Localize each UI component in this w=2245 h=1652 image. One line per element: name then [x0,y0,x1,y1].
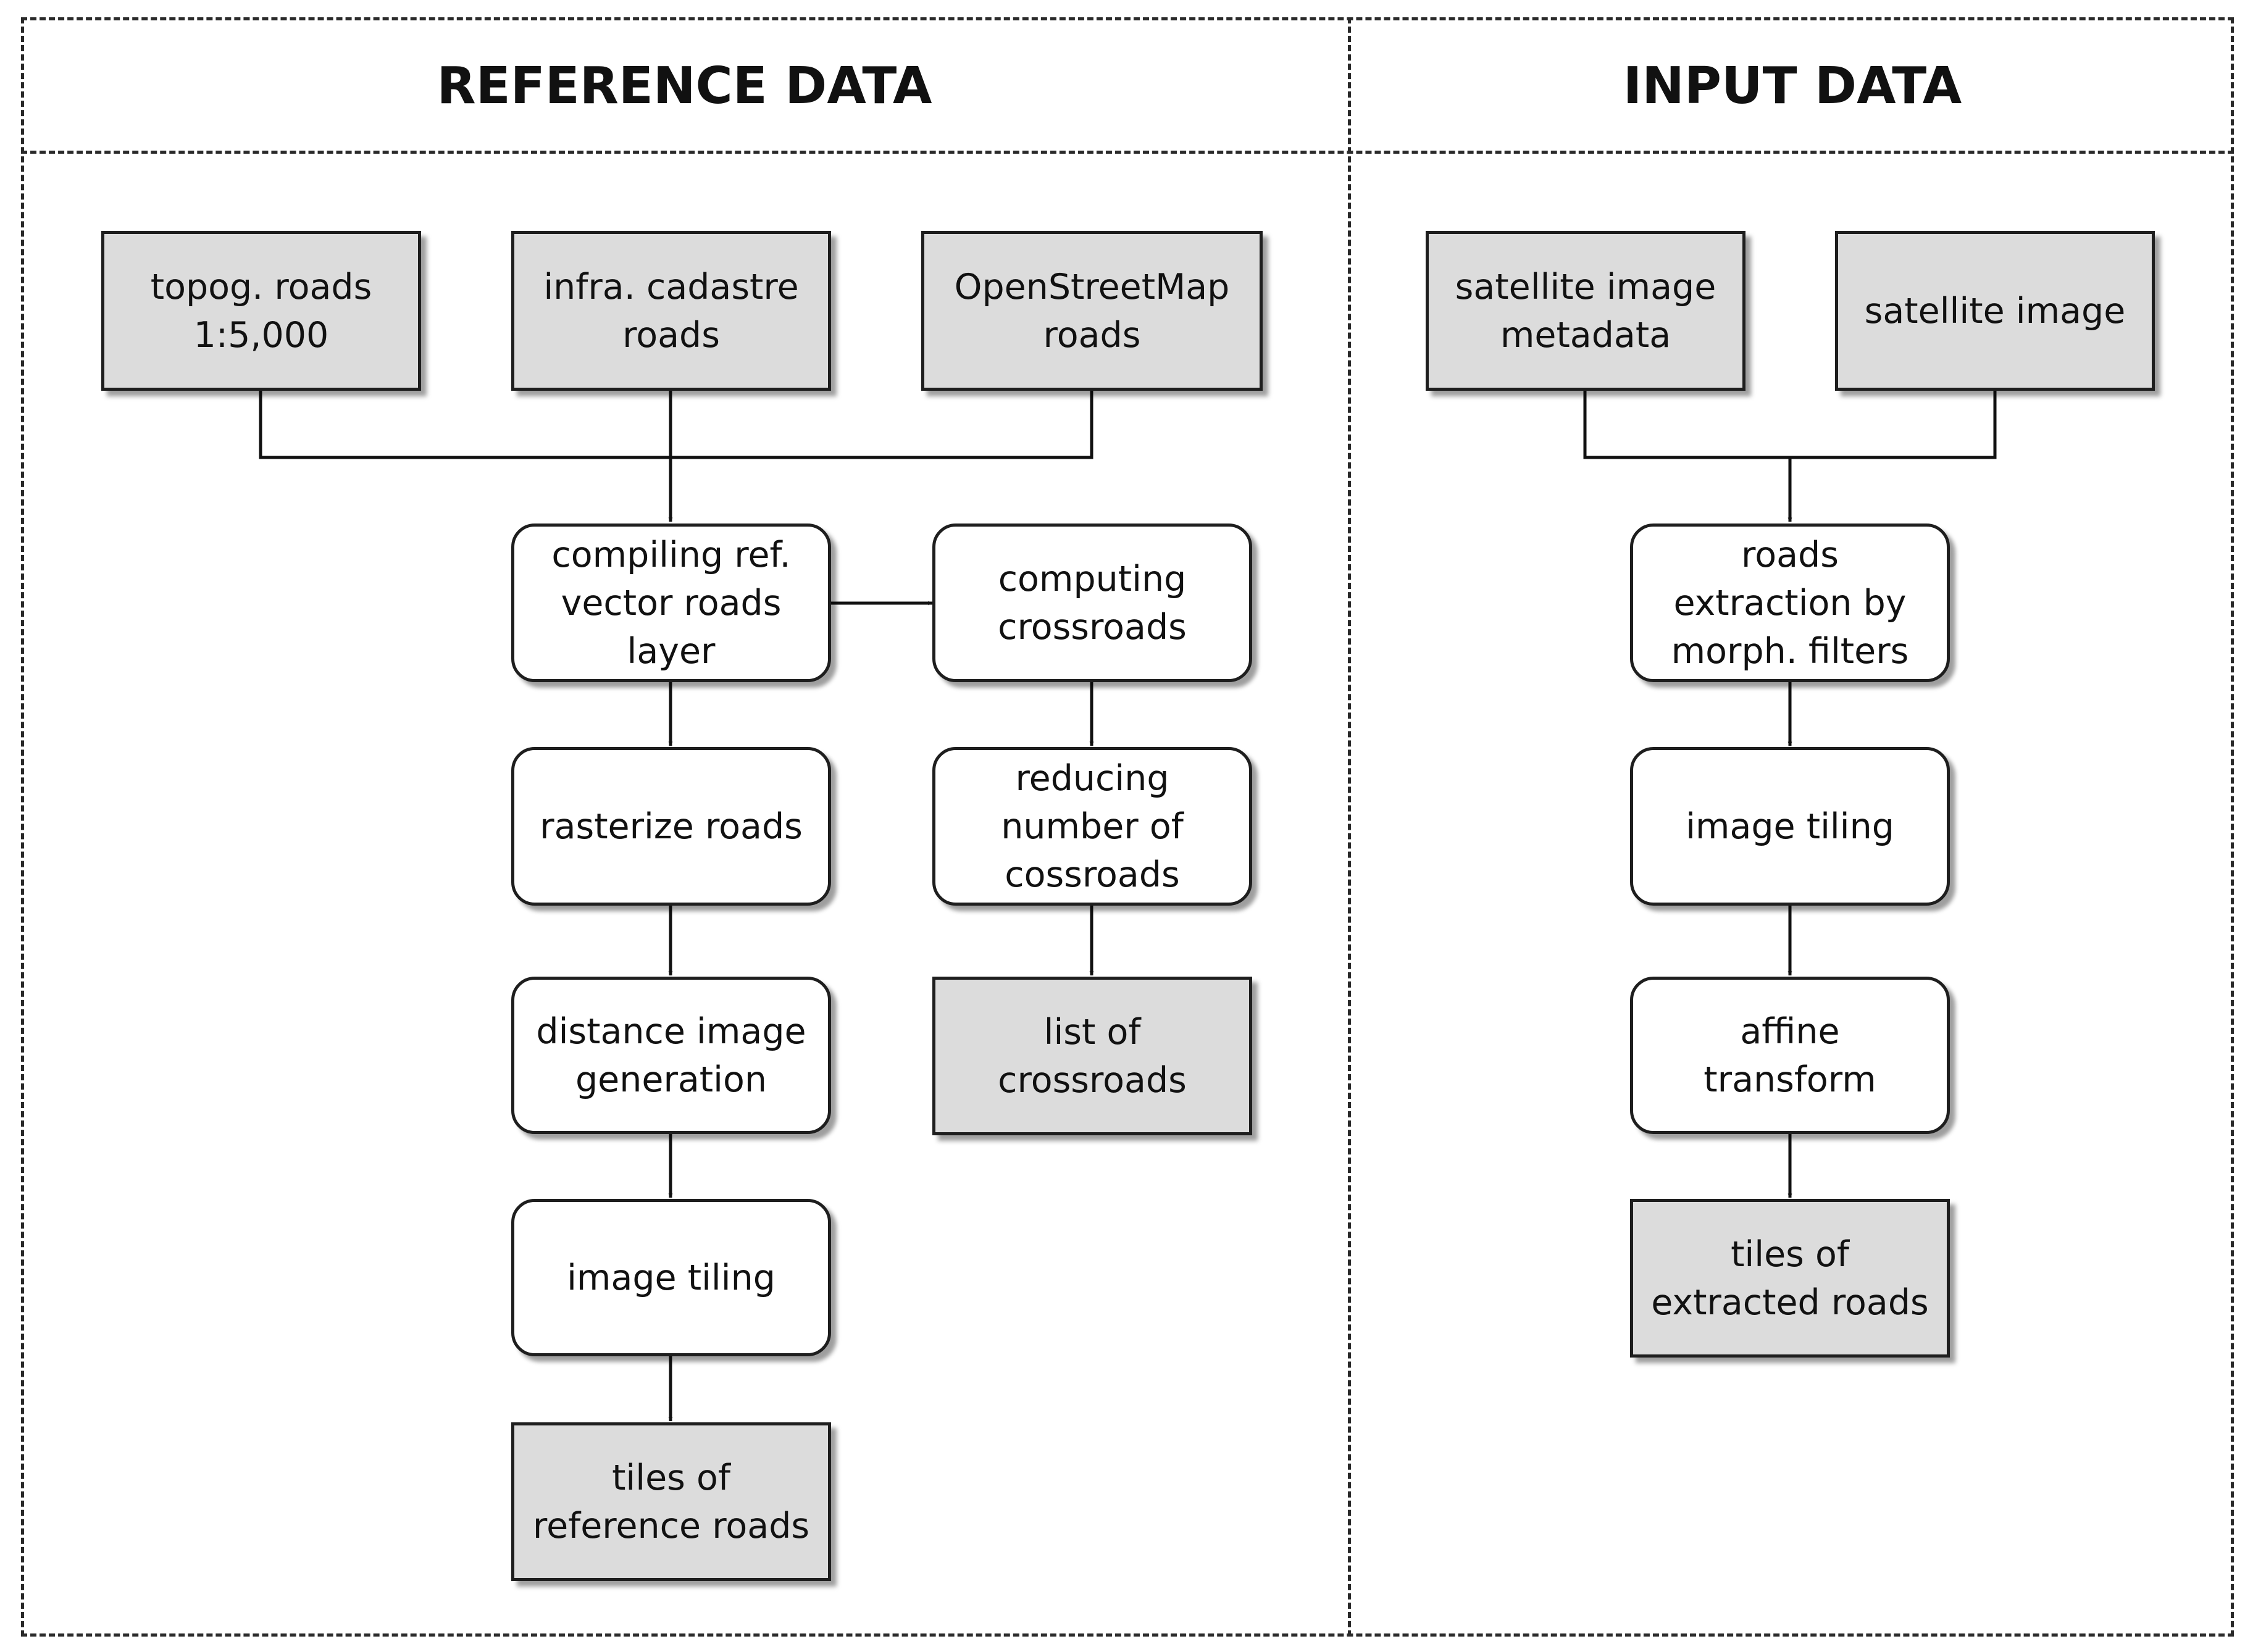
affine-transform-label: affine transform [1704,1011,1876,1100]
roads-extraction-node: roads extraction by morph. filters [1630,524,1950,682]
satellite-image-node: satellite image [1835,231,2155,391]
rasterize-roads-node: rasterize roads [511,747,831,906]
input-data-title: INPUT DATA [1623,57,1962,115]
compiling-ref-layer-label: compiling ref. vector roads layer [551,534,791,672]
tiles-extracted-roads-label: tiles of extracted roads [1651,1233,1929,1323]
tiles-reference-roads-node: tiles of reference roads [511,1422,831,1581]
infra-cadastre-roads-node: infra. cadastre roads [511,231,831,391]
affine-transform-node: affine transform [1630,977,1950,1134]
roads-extraction-label: roads extraction by morph. filters [1671,534,1909,672]
satellite-metadata-label: satellite image metadata [1455,266,1716,356]
image-tiling-input-label: image tiling [1686,806,1894,847]
satellite-metadata-node: satellite image metadata [1426,231,1745,391]
distance-image-node: distance image generation [511,977,831,1134]
tiles-reference-roads-label: tiles of reference roads [532,1457,810,1546]
list-of-crossroads-label: list of crossroads [998,1011,1187,1101]
image-tiling-input-node: image tiling [1630,747,1950,906]
openstreetmap-roads-node: OpenStreetMap roads [921,231,1263,391]
openstreetmap-roads-label: OpenStreetMap roads [954,266,1230,356]
reducing-crossroads-label: reducing number of cossroads [1001,757,1184,895]
list-of-crossroads-node: list of crossroads [932,977,1252,1135]
reference-data-title: REFERENCE DATA [437,57,932,115]
compiling-ref-layer-node: compiling ref. vector roads layer [511,524,831,682]
outer-frame [21,17,2234,1637]
computing-crossroads-node: computing crossroads [932,524,1252,682]
connector-topog-merge [259,391,1093,459]
image-tiling-ref-label: image tiling [567,1257,776,1298]
reducing-crossroads-node: reducing number of cossroads [932,747,1252,906]
header-divider [21,151,2234,154]
satellite-image-label: satellite image [1864,290,2126,332]
topog-roads-node: topog. roads 1:5,000 [101,231,421,391]
distance-image-label: distance image generation [536,1011,806,1100]
infra-cadastre-roads-label: infra. cadastre roads [543,266,799,356]
section-divider [1348,17,1351,1637]
tiles-extracted-roads-node: tiles of extracted roads [1630,1199,1950,1358]
rasterize-roads-label: rasterize roads [540,806,803,847]
connector-satellite-merge [1583,391,1997,459]
image-tiling-ref-node: image tiling [511,1199,831,1356]
topog-roads-label: topog. roads 1:5,000 [150,266,372,356]
computing-crossroads-label: computing crossroads [998,558,1187,648]
